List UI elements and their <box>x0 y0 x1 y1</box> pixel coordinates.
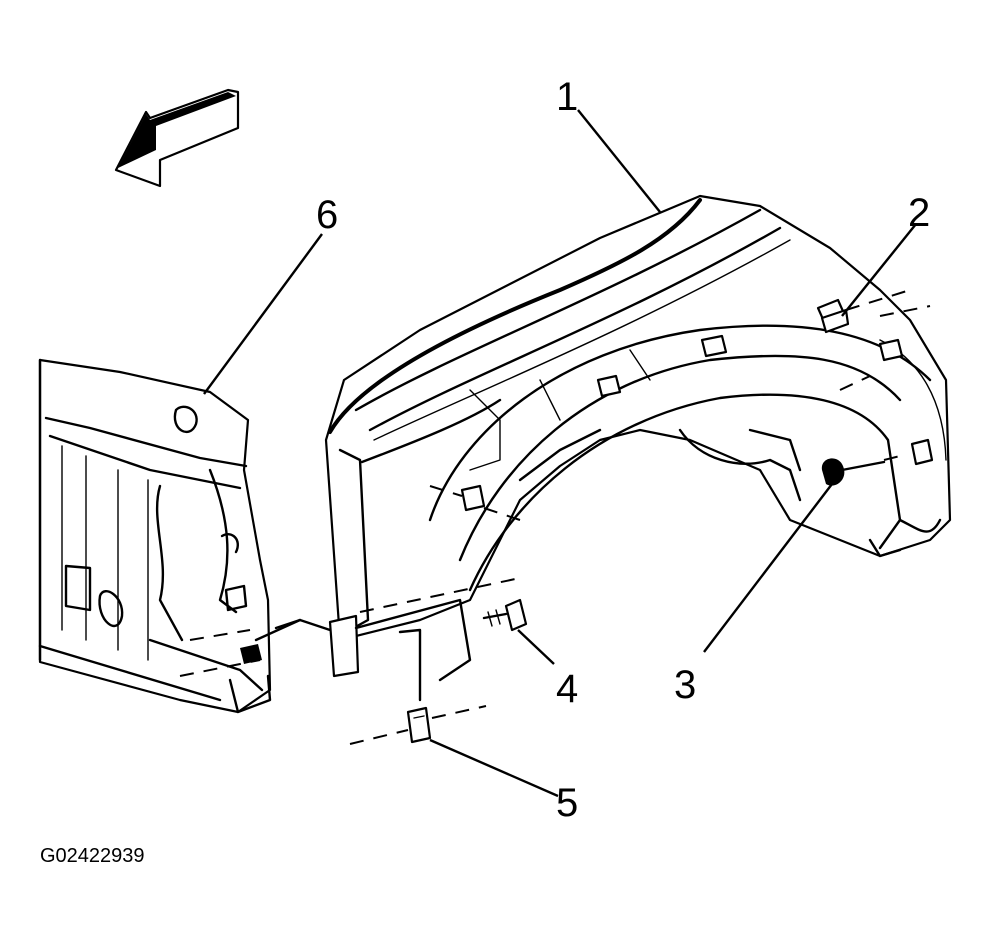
direction-arrow-icon <box>114 88 240 188</box>
callout-4: 4 <box>556 667 578 711</box>
alignment-lines <box>179 289 931 745</box>
callout-1: 1 <box>556 75 578 119</box>
callout-3: 3 <box>674 663 696 707</box>
radiator-support <box>38 358 272 714</box>
leader-lines <box>203 109 917 798</box>
push-pin-3 <box>821 458 886 486</box>
figure-id: G02422939 <box>40 845 145 867</box>
callout-2: 2 <box>908 191 930 235</box>
fender <box>254 194 952 702</box>
callout-6: 6 <box>316 193 338 237</box>
nut-5 <box>406 706 432 744</box>
callout-5: 5 <box>556 781 578 825</box>
bolt-4 <box>482 598 528 632</box>
